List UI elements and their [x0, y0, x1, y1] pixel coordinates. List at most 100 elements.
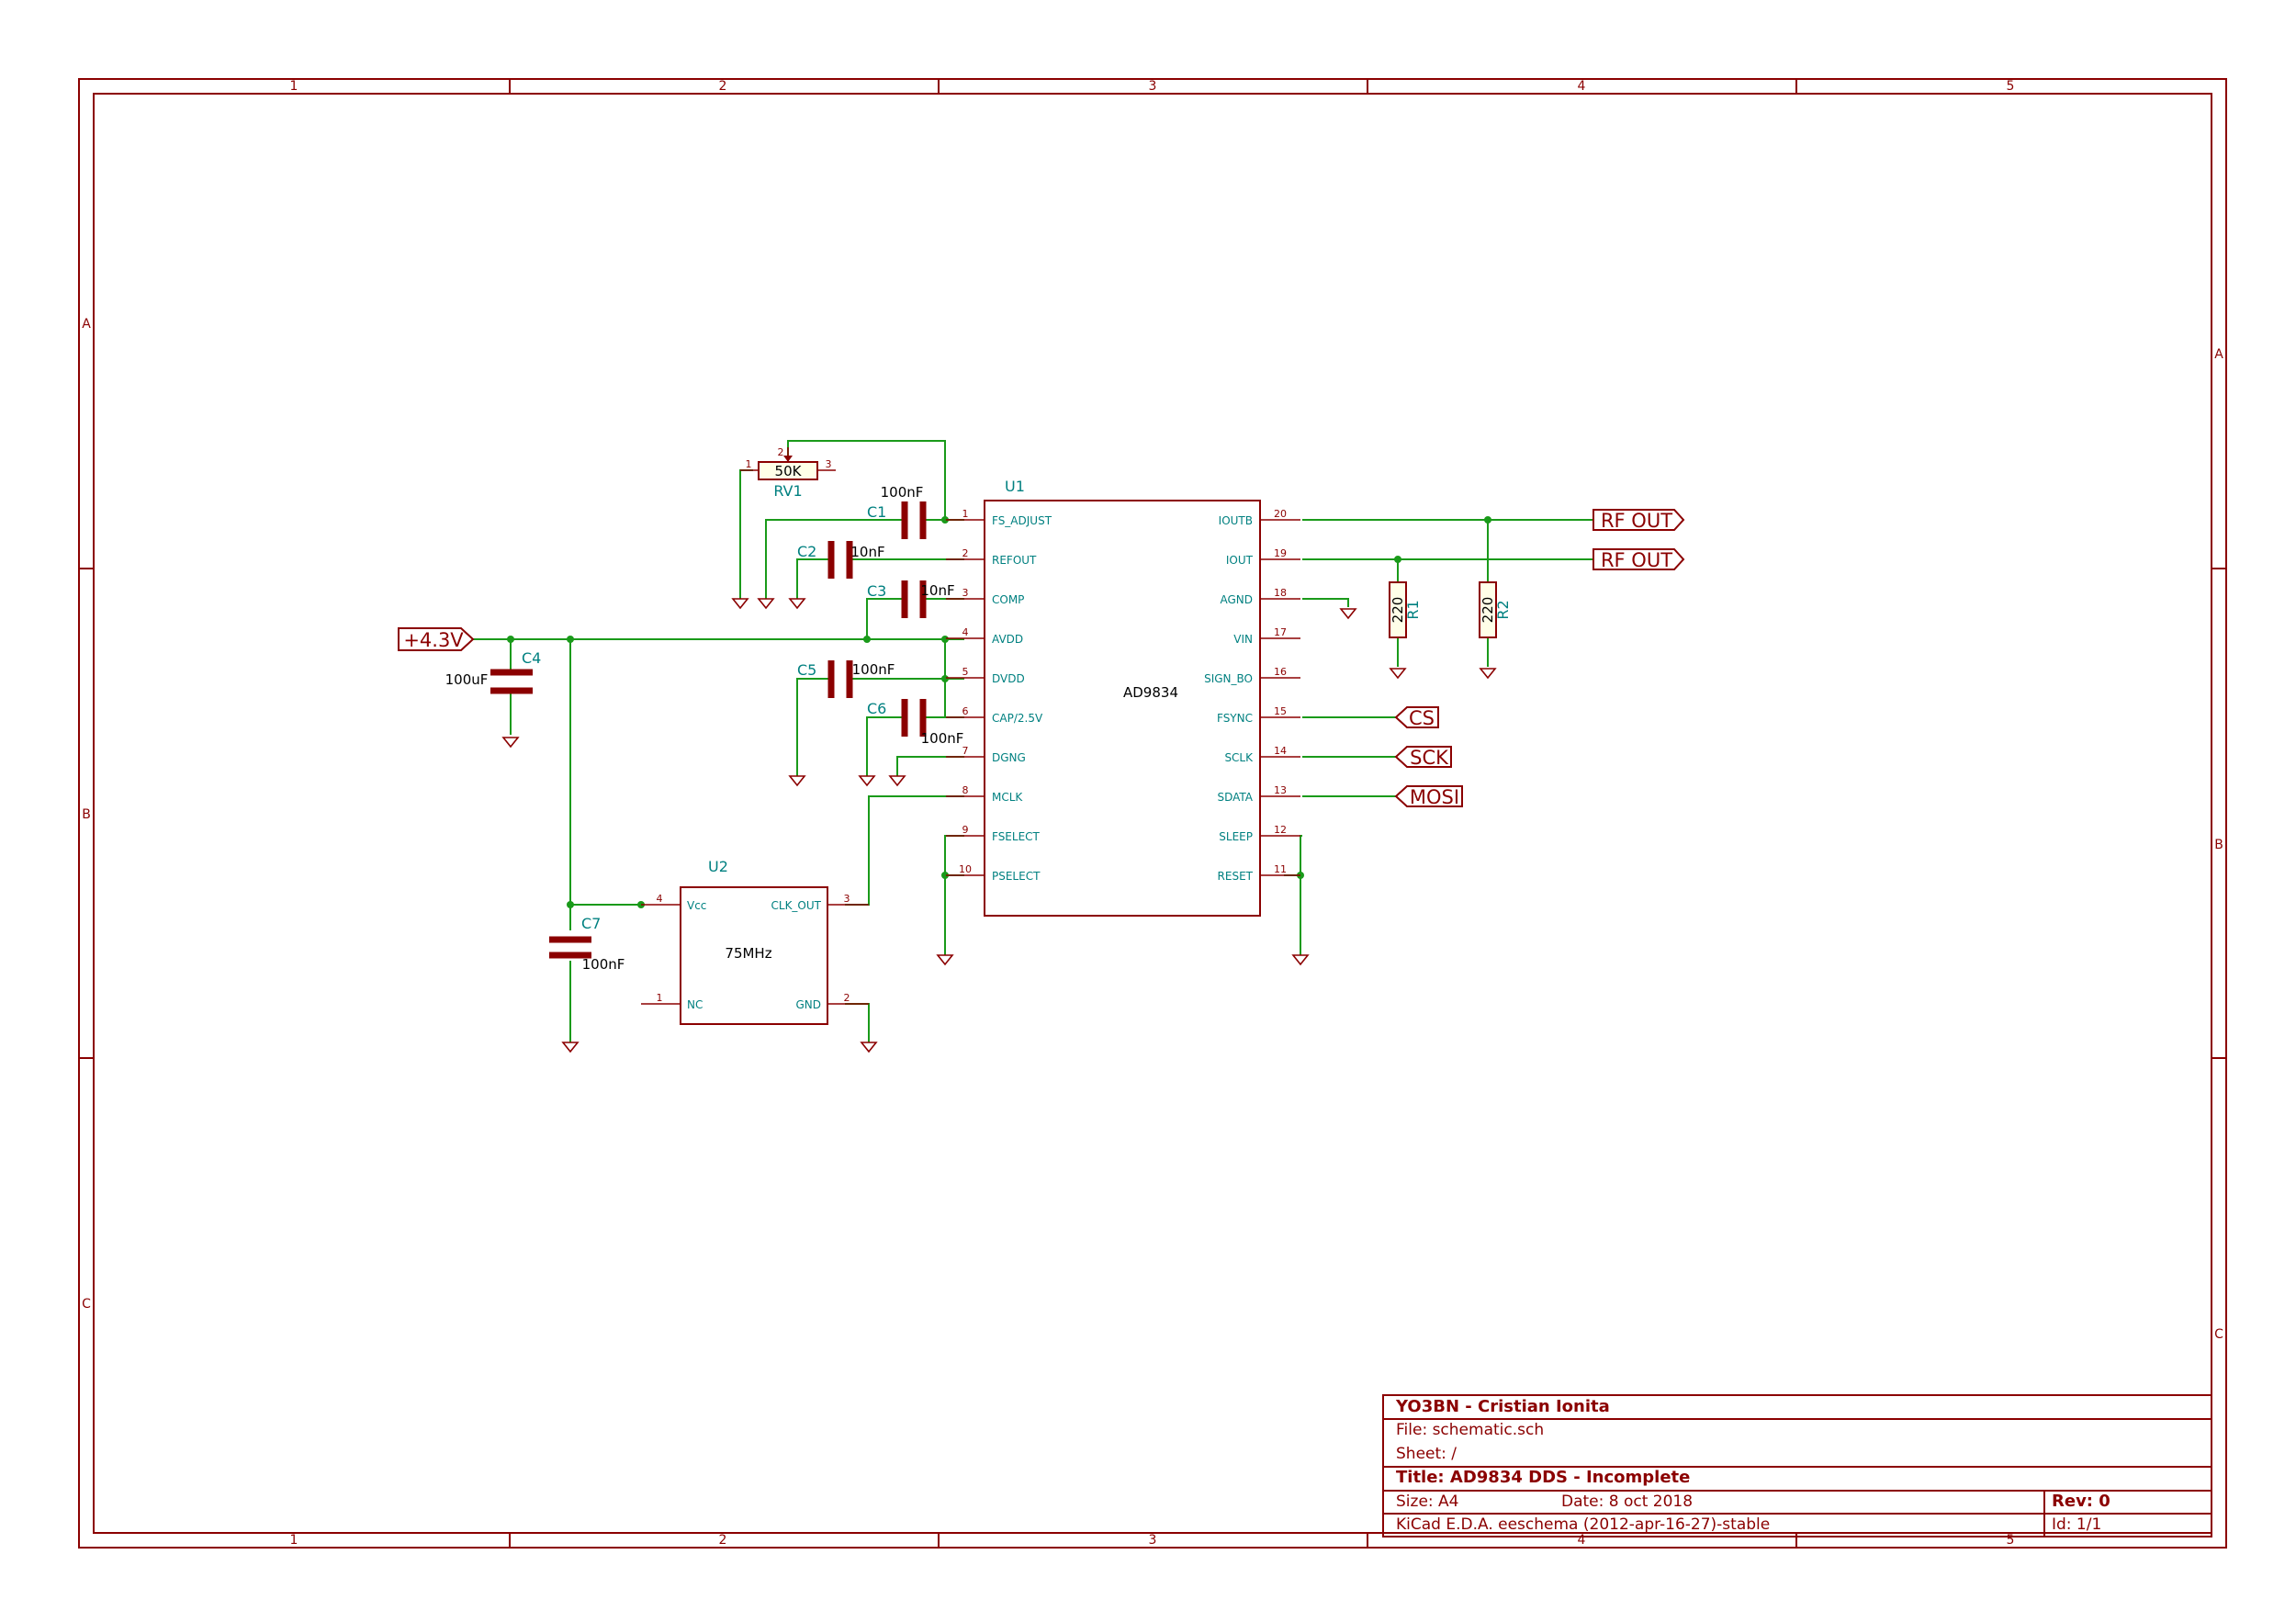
capacitor-c4: C4 100uF — [445, 649, 541, 694]
u1-pin-number: 11 — [1274, 863, 1287, 875]
c2-ref: C2 — [797, 543, 816, 560]
u1-pin-label: SDATA — [1217, 791, 1253, 804]
file-name: File: schematic.sch — [1396, 1421, 1544, 1439]
u1-pin-number: 19 — [1274, 547, 1287, 559]
sheet-name: Sheet: / — [1396, 1445, 1457, 1463]
col-label-top-3: 3 — [1149, 79, 1157, 94]
rf-out-label-1: RF OUT — [1601, 510, 1672, 532]
net-label-cs: CS — [1394, 706, 1439, 729]
u1-pin-number: 14 — [1274, 745, 1287, 757]
c7-value: 100nF — [582, 956, 625, 973]
c3-ref: C3 — [867, 582, 886, 600]
u1-pin-label: FSYNC — [1217, 712, 1253, 725]
u1-pin-label: MCLK — [992, 791, 1023, 804]
ground-icon — [501, 737, 520, 749]
col-label-top-1: 1 — [290, 79, 298, 94]
col-label-bottom-5: 5 — [2007, 1533, 2015, 1548]
ground-icon — [858, 775, 876, 787]
u1-ad9834: U1 AD9834 1FS_ADJUST2REFOUT3COMP4AVDD5DV… — [946, 478, 1300, 917]
capacitor-c1: C1 100nF — [867, 484, 927, 539]
u1-pin-number: 13 — [1274, 784, 1287, 796]
u1-pin-label: DGNG — [992, 751, 1026, 764]
u2-pin-1-name: NC — [687, 998, 703, 1011]
ground-icon — [936, 954, 954, 966]
col-label-top-4: 4 — [1578, 79, 1586, 94]
c1-value: 100nF — [881, 484, 924, 501]
u2-oscillator: U2 75MHz 4 Vcc 3 CLK_OUT 1 NC 2 GND — [641, 858, 869, 1025]
col-label-bottom-2: 2 — [719, 1533, 727, 1548]
u1-left-pins: 1FS_ADJUST2REFOUT3COMP4AVDD5DVDD6CAP/2.5… — [946, 508, 1052, 883]
u1-pin-label: RESET — [1218, 870, 1254, 883]
rv1-potentiometer: 50K RV1 1 2 3 — [740, 446, 836, 500]
rv1-value: 50K — [775, 463, 803, 479]
u1-pin-label: AVDD — [992, 633, 1023, 646]
r1-value: 220 — [1390, 597, 1406, 624]
u1-pin-label: FSELECT — [992, 830, 1041, 843]
u1-pin-number: 6 — [962, 705, 969, 717]
u1-pin-number: 10 — [959, 863, 972, 875]
u1-pin-1: 1FS_ADJUST — [946, 508, 1052, 527]
u1-pin-number: 8 — [962, 784, 969, 796]
capacitor-c7: C7 100nF — [549, 915, 625, 973]
u1-pin-number: 7 — [962, 745, 969, 757]
u1-value: AD9834 — [1123, 684, 1178, 701]
tool-version: KiCad E.D.A. eeschema (2012-apr-16-27)-s… — [1396, 1515, 1770, 1534]
revision: Rev: 0 — [2052, 1492, 2110, 1511]
u1-pin-number: 17 — [1274, 626, 1287, 638]
u1-pin-label: COMP — [992, 593, 1024, 606]
u1-right-pins: 20IOUTB19IOUT18AGND17VIN16SIGN_BO15FSYNC… — [1204, 508, 1300, 883]
mosi-label: MOSI — [1410, 786, 1459, 808]
u1-pin-label: FS_ADJUST — [992, 514, 1052, 527]
u1-body — [984, 500, 1261, 917]
capacitor-c3: C3 10nF — [867, 580, 955, 618]
rv1-pin-3: 3 — [826, 458, 832, 470]
u1-pin-label: SIGN_BO — [1204, 672, 1253, 685]
u1-pin-number: 2 — [962, 547, 969, 559]
rv1-pin-2: 2 — [778, 446, 784, 458]
u1-pin-number: 4 — [962, 626, 969, 638]
u1-pin-label: REFOUT — [992, 554, 1037, 567]
row-label-left-c: C — [82, 1297, 91, 1312]
sck-label: SCK — [1410, 747, 1449, 769]
c2-value: 10nF — [850, 544, 884, 560]
u2-pin-1-num: 1 — [657, 992, 663, 1004]
power-label: +4.3V — [403, 629, 464, 651]
ground-symbols — [501, 598, 1497, 1053]
c3-value: 10nF — [920, 582, 954, 599]
net-label-rf-out-2: RF OUT — [1593, 548, 1685, 571]
rv1-pin-1: 1 — [746, 458, 752, 470]
u1-pin-label: AGND — [1220, 593, 1253, 606]
sheet-frame: 1 2 3 4 5 1 2 3 4 5 A B C A B C — [78, 78, 2227, 1549]
c7-ref: C7 — [581, 915, 601, 932]
u2-pin-4-num: 4 — [657, 893, 663, 905]
u1-pin-number: 18 — [1274, 587, 1287, 599]
ground-icon — [757, 598, 775, 610]
u2-value: 75MHz — [725, 945, 771, 962]
c4-value: 100uF — [445, 671, 489, 688]
u1-pin-number: 16 — [1274, 666, 1287, 678]
u1-pin-label: IOUTB — [1219, 514, 1253, 527]
u1-pin-label: IOUT — [1226, 554, 1254, 567]
row-label-right-b: B — [2214, 838, 2223, 852]
row-label-right-a: A — [2214, 347, 2223, 362]
u2-pin-2-name: GND — [795, 998, 821, 1011]
ground-icon — [561, 1042, 580, 1053]
u1-pin-number: 15 — [1274, 705, 1287, 717]
u2-pin-4-name: Vcc — [687, 899, 706, 912]
row-label-left-b: B — [82, 807, 91, 822]
u1-pin-label: PSELECT — [992, 870, 1041, 883]
ground-icon — [1389, 668, 1407, 680]
title-block: YO3BN - Cristian Ionita File: schematic.… — [1382, 1394, 2212, 1538]
ground-icon — [788, 775, 806, 787]
